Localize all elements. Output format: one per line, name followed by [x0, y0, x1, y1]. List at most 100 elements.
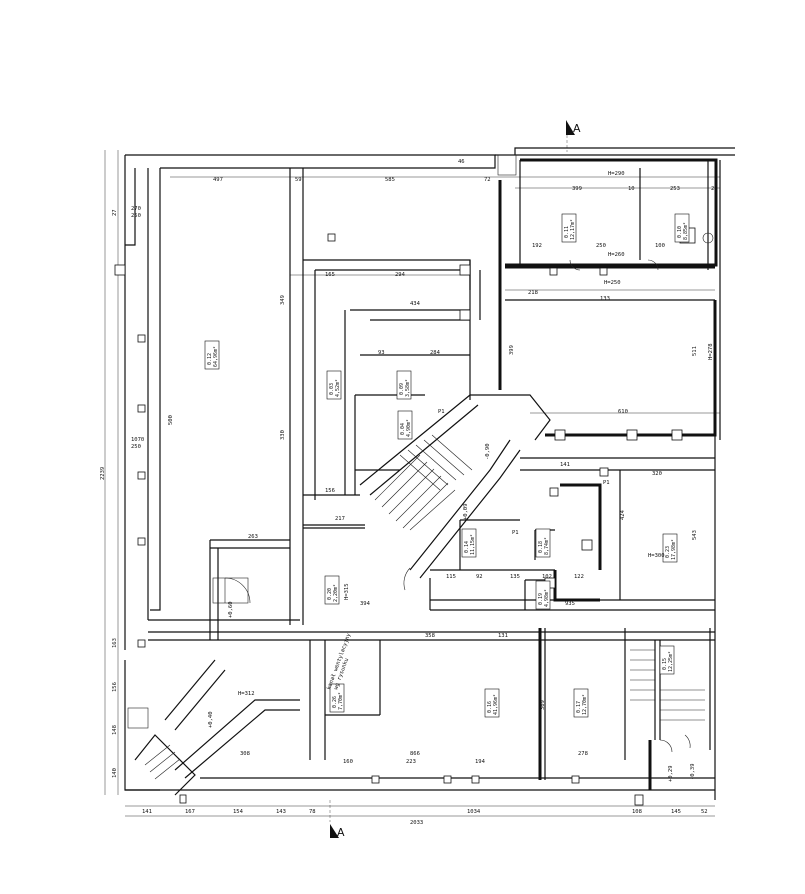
dim-label: 72	[484, 177, 491, 183]
dim-label: 320	[652, 471, 662, 477]
svg-text:8,85m²: 8,85m²	[683, 222, 689, 240]
svg-text:12,25m²: 12,25m²	[668, 651, 674, 672]
dim-label: 308	[240, 751, 250, 757]
dim-label: 610	[618, 409, 628, 415]
room-tag: 0.26 7,70m²	[329, 683, 345, 713]
level-mark: +0,29	[668, 765, 674, 782]
room-tag: 0.12 64,96m²	[204, 340, 220, 370]
dim-label: 46	[458, 159, 465, 165]
dim-label: 511	[692, 346, 698, 356]
level-mark: +0,40	[208, 711, 214, 728]
dimension-labels: 497 59 585 46 72 399 10 253 27 141 167 1…	[100, 159, 718, 826]
dim-label: 263	[248, 534, 258, 540]
dim-label: 194	[475, 759, 486, 765]
dim-label: 131	[498, 633, 508, 639]
dim-label: 250	[131, 213, 141, 219]
room-tag: 0.11 12,17m²	[561, 213, 577, 243]
dim-label: 93	[378, 350, 385, 356]
dim-label: 140	[112, 768, 118, 778]
svg-text:3,58m²: 3,58m²	[405, 379, 411, 397]
height-label: H=260	[608, 252, 625, 258]
dim-label: 143	[276, 809, 286, 815]
room-tag: 0.15 12,25m²	[659, 645, 675, 675]
dim-label: 141	[560, 462, 570, 468]
svg-text:0.04: 0.04	[400, 423, 406, 435]
dim-label: 27	[112, 209, 118, 216]
room-tag: 0.19 4,98m²	[535, 580, 551, 610]
height-label: H=278	[708, 343, 714, 360]
dim-label: 160	[343, 759, 353, 765]
dim-label: 115	[446, 574, 456, 580]
dim-label: 284	[430, 350, 441, 356]
marker-label: P1	[438, 409, 445, 415]
level-mark: +0,60	[228, 601, 234, 618]
dim-label: 500	[168, 415, 174, 425]
dim-label: 165	[325, 272, 335, 278]
dim-label: 192	[532, 243, 542, 249]
svg-text:7,70m²: 7,70m²	[338, 692, 344, 710]
svg-text:11,15m²: 11,15m²	[470, 534, 476, 555]
dim-label: 1070	[131, 437, 144, 443]
dim-label: 250	[131, 444, 141, 450]
dim-label: 122	[574, 574, 584, 580]
svg-text:12,17m²: 12,17m²	[570, 219, 576, 240]
dim-label: 163	[112, 638, 118, 648]
dim-label: 217	[335, 516, 345, 522]
level-mark: -0,90	[485, 443, 491, 460]
dim-label: 156	[112, 682, 118, 692]
dim-label: 135	[510, 574, 520, 580]
dim-label: 1034	[467, 809, 481, 815]
dim-label: 543	[692, 530, 698, 540]
dim-label: 108	[632, 809, 642, 815]
svg-text:0.11: 0.11	[564, 226, 570, 238]
room-tag: 0.16 41,96m²	[484, 688, 500, 718]
dim-label: 399	[509, 345, 515, 355]
height-labels: H=290 H=260 H=250 H=312 H=278 H=315 H=30…	[238, 171, 714, 697]
stair-treads	[144, 434, 705, 780]
dim-label: 349	[280, 295, 286, 305]
dim-label: 27	[711, 186, 718, 192]
dim-label: 156	[325, 488, 335, 494]
dim-label: 133	[600, 296, 610, 302]
dim-label: 278	[578, 751, 588, 757]
dim-label: 253	[670, 186, 680, 192]
svg-text:0.17: 0.17	[576, 701, 582, 713]
dim-label: 92	[476, 574, 483, 580]
marker-label: P1	[512, 530, 519, 536]
room-tag: 0.17 12,70m²	[573, 688, 589, 718]
svg-text:64,96m²: 64,96m²	[213, 346, 219, 367]
svg-text:12,70m²: 12,70m²	[582, 694, 588, 715]
level-marks: +0,60 +0,40 +0,09 -0,90 -0,39 +0,29	[208, 443, 696, 782]
dim-label: 424	[620, 509, 626, 520]
marker-label: P1	[603, 480, 610, 486]
svg-text:0.26: 0.26	[332, 696, 338, 708]
room-tag: 0.14 11,15m²	[461, 528, 477, 558]
dim-label: 100	[655, 243, 665, 249]
svg-text:4,52m²: 4,52m²	[335, 379, 341, 397]
dim-label: 394	[360, 601, 371, 607]
height-label: H=315	[344, 583, 350, 600]
dim-label: 148	[112, 725, 118, 735]
svg-text:4,98m²: 4,98m²	[544, 589, 550, 607]
svg-text:4,90m²: 4,90m²	[406, 419, 412, 437]
outer-walls	[124, 147, 735, 800]
level-mark: -0,39	[690, 763, 696, 780]
dim-label: 330	[280, 430, 286, 440]
dim-label: 145	[671, 809, 681, 815]
room-tag: 0.23 17,98m²	[662, 533, 678, 563]
svg-text:0.19: 0.19	[538, 593, 544, 605]
level-mark: +0,09	[463, 503, 469, 520]
dim-label: 10	[628, 186, 635, 192]
interior-walls	[148, 168, 715, 760]
svg-text:0.16: 0.16	[487, 701, 493, 713]
section-line: A A	[329, 120, 581, 839]
dim-label: 497	[213, 177, 223, 183]
dim-label: 78	[309, 809, 316, 815]
dim-label-total: 2033	[410, 820, 423, 826]
dim-label: 250	[596, 243, 606, 249]
dim-label: 270	[131, 206, 141, 212]
room-tag: 0.10 8,85m²	[674, 213, 690, 243]
dim-label: 141	[142, 809, 152, 815]
dim-label: 309	[540, 700, 546, 710]
